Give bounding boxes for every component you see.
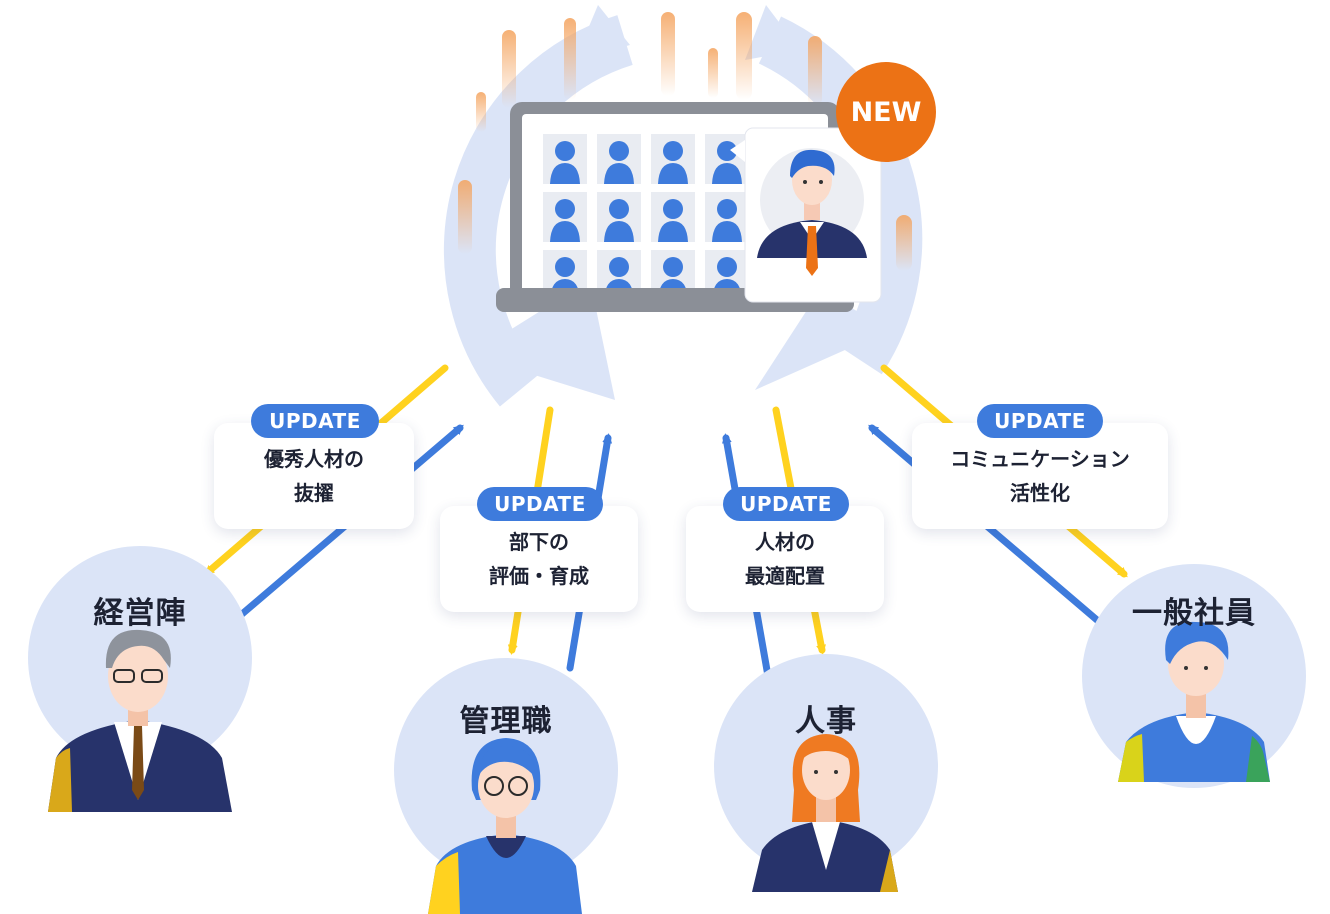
employee-tile — [543, 134, 587, 184]
update-card-line2: 抜擢 — [294, 481, 334, 505]
executive-avatar — [48, 629, 232, 812]
update-card-line2: 活性化 — [1010, 481, 1070, 505]
update-badge: UPDATE — [723, 487, 849, 521]
employee-tile — [597, 192, 641, 242]
employee-tile — [651, 192, 695, 242]
role-label-hr: 人事 — [795, 704, 857, 739]
update-card-line1: 人材の — [755, 530, 815, 554]
update-card-line2: 評価・育成 — [489, 564, 589, 588]
hr-avatar — [752, 734, 898, 892]
employee-tile — [543, 192, 587, 242]
update-card-placement: 人材の 最適配置 — [686, 506, 884, 612]
employee-tile — [597, 134, 641, 184]
update-card-communication: コミュニケーション 活性化 — [912, 423, 1168, 529]
role-label-managers: 管理職 — [459, 704, 553, 739]
update-card-line2: 最適配置 — [745, 564, 825, 588]
update-card-talent-promotion: 優秀人材の 抜擢 — [214, 423, 414, 529]
employee-avatar — [1118, 621, 1270, 782]
update-card-line1: 部下の — [509, 530, 569, 554]
update-card-line1: コミュニケーション — [950, 447, 1130, 471]
role-label-employees: 一般社員 — [1132, 596, 1256, 631]
employee-tile — [705, 192, 749, 242]
update-badge: UPDATE — [477, 487, 603, 521]
update-badge: UPDATE — [251, 404, 379, 438]
profile-card — [730, 127, 882, 303]
update-card-evaluation: 部下の 評価・育成 — [440, 506, 638, 612]
update-card-line1: 優秀人材の — [264, 447, 364, 471]
employee-tile — [651, 134, 695, 184]
growth-bars — [458, 12, 912, 271]
new-badge: NEW — [836, 62, 936, 162]
manager-avatar — [428, 738, 582, 914]
update-badge: UPDATE — [977, 404, 1103, 438]
role-label-executives: 経営陣 — [93, 596, 187, 631]
